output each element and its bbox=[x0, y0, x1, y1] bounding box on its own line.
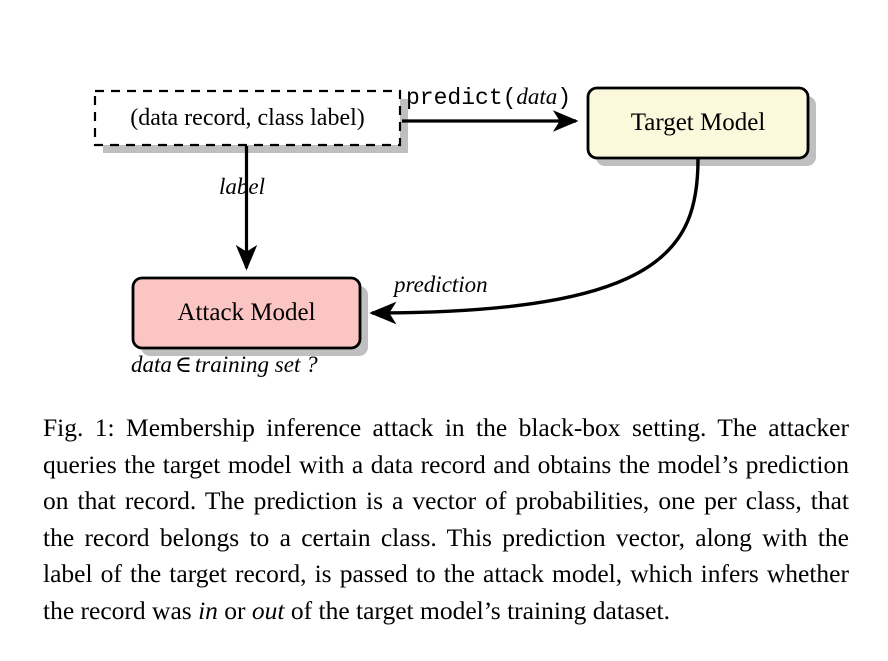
figure-caption: Fig. 1: Membership inference attack in t… bbox=[43, 410, 849, 629]
figure-caption-part2: or bbox=[217, 595, 252, 625]
input-record-box[interactable] bbox=[93, 89, 402, 147]
figure-diagram: (data record, class label) Target Model … bbox=[93, 84, 816, 378]
attack-model-box[interactable] bbox=[131, 276, 362, 350]
figure-caption-number: Fig. 1: bbox=[43, 413, 115, 442]
figure-caption-italic-out: out bbox=[251, 595, 285, 625]
figure-caption-part1: Membership inference attack in the black… bbox=[43, 413, 849, 625]
prediction-arrow bbox=[369, 158, 700, 325]
figure-caption-italic-in: in bbox=[198, 595, 218, 625]
figure-caption-part3: of the target model’s training dataset. bbox=[284, 595, 670, 625]
diagram-canvas bbox=[93, 86, 816, 356]
target-model-box[interactable] bbox=[586, 86, 810, 160]
